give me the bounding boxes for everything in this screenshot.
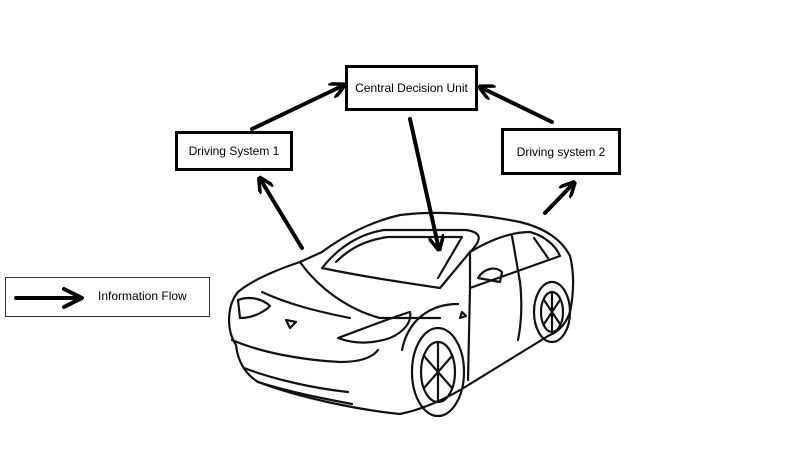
legend: Information Flow — [5, 277, 210, 317]
driving-system-2-box: Driving system 2 — [501, 128, 621, 175]
legend-label: Information Flow — [98, 289, 187, 303]
arrow-car-to-ds1 — [262, 182, 304, 250]
arrow-car-to-ds2 — [543, 186, 571, 215]
driving-system-2-label: Driving system 2 — [516, 144, 606, 159]
driving-system-1-label: Driving System 1 — [188, 144, 280, 158]
arrow-central-to-car — [408, 117, 438, 245]
central-decision-unit-label: Central Decision Unit — [355, 81, 468, 95]
arrow-ds1-to-central — [250, 87, 340, 131]
driving-system-1-box: Driving System 1 — [175, 131, 293, 171]
arrow-right-icon — [14, 287, 84, 309]
central-decision-unit-box: Central Decision Unit — [345, 65, 478, 111]
arrow-ds2-to-central — [484, 89, 554, 124]
